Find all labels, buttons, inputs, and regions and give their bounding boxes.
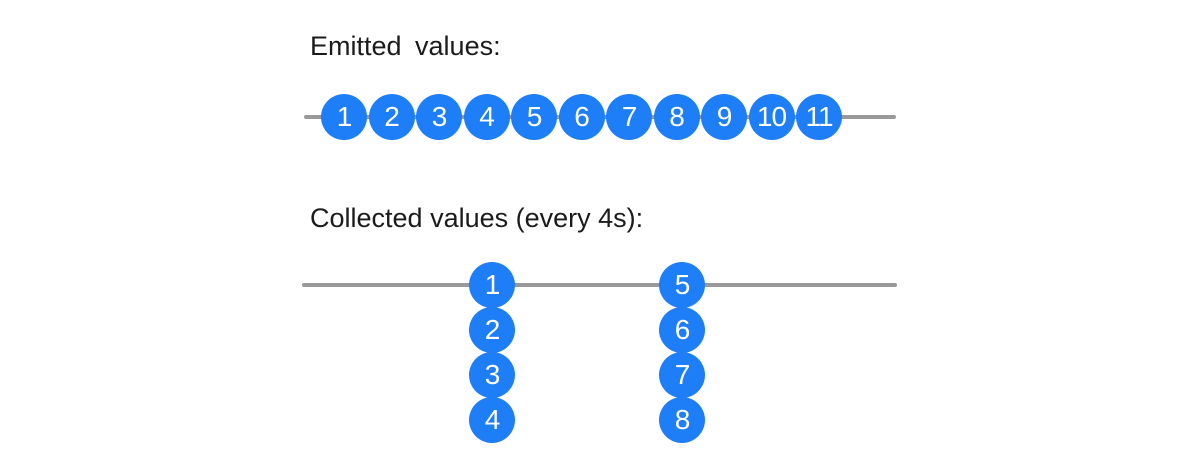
collected-marble-5: 5 — [659, 262, 705, 308]
emitted-marble-7: 7 — [606, 94, 652, 140]
collected-marble-8: 8 — [659, 397, 705, 443]
emitted-marble-11: 11 — [796, 94, 842, 140]
emitted-marble-5: 5 — [511, 94, 557, 140]
collected-marble-3: 3 — [469, 352, 515, 398]
collected-values-label: Collected values (every 4s): — [310, 203, 644, 233]
collected-marble-7: 7 — [659, 352, 705, 398]
emitted-marble-4: 4 — [463, 94, 510, 140]
emitted-marble-10: 10 — [748, 94, 795, 140]
emitted-marble-2: 2 — [368, 94, 415, 140]
collected-timeline — [302, 283, 897, 287]
emitted-marble-1: 1 — [321, 94, 367, 140]
emitted-marble-row: 1 2 3 4 5 6 7 8 9 10 11 — [321, 94, 842, 140]
collected-marble-4: 4 — [469, 397, 515, 443]
collected-group-2: 5 6 7 8 — [659, 262, 705, 443]
collected-group-1: 1 2 3 4 — [469, 262, 515, 443]
emitted-marble-6: 6 — [558, 94, 605, 140]
collected-marble-1: 1 — [469, 262, 515, 308]
collected-marble-2: 2 — [469, 307, 515, 353]
emitted-values-label: Emitted values: — [310, 31, 501, 61]
emitted-marble-8: 8 — [653, 94, 700, 140]
emitted-marble-9: 9 — [701, 94, 747, 140]
collected-marble-6: 6 — [659, 307, 705, 353]
emitted-marble-3: 3 — [416, 94, 462, 140]
